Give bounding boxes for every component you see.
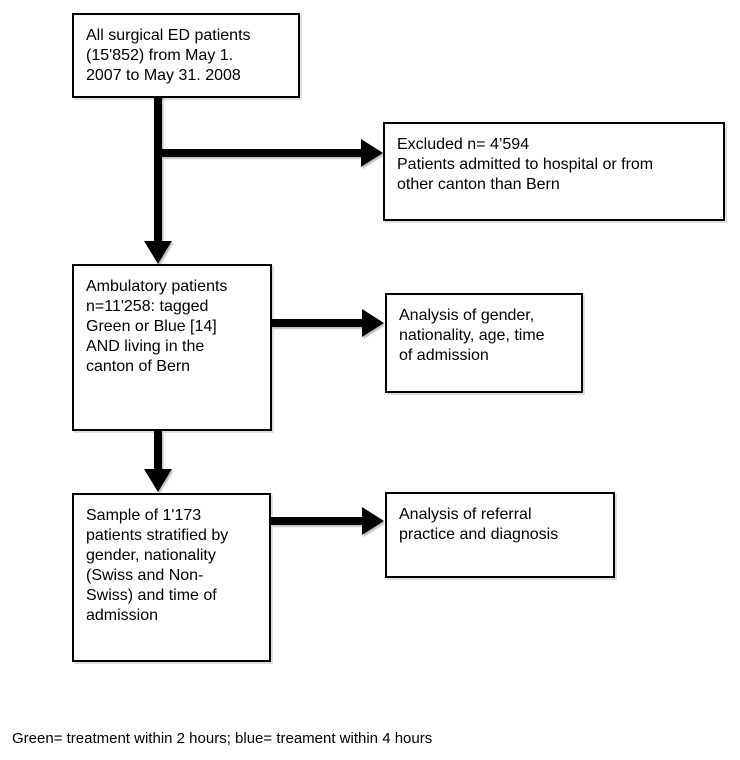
arrow-sample-to-referral-icon (271, 507, 384, 535)
flow-box-analysis-demographics: Analysis of gender, nationality, age, ti… (385, 293, 583, 393)
flow-box-all-patients: All surgical ED patients (15'852) from M… (72, 13, 300, 98)
flow-box-analysis-referral: Analysis of referral practice and diagno… (385, 492, 615, 578)
legend-footnote: Green= treatment within 2 hours; blue= t… (12, 730, 433, 747)
arrow-ambulatory-to-sample-icon (144, 431, 172, 492)
arrow-all-to-ambulatory-icon (144, 96, 172, 264)
arrow-to-excluded-icon (158, 139, 383, 167)
flow-box-sample: Sample of 1'173 patients stratified by g… (72, 493, 271, 662)
arrow-ambulatory-to-analysis-icon (272, 309, 384, 337)
flow-box-ambulatory: Ambulatory patients n=11'258: tagged Gre… (72, 264, 272, 431)
flow-box-excluded: Excluded n= 4’594 Patients admitted to h… (383, 122, 725, 221)
